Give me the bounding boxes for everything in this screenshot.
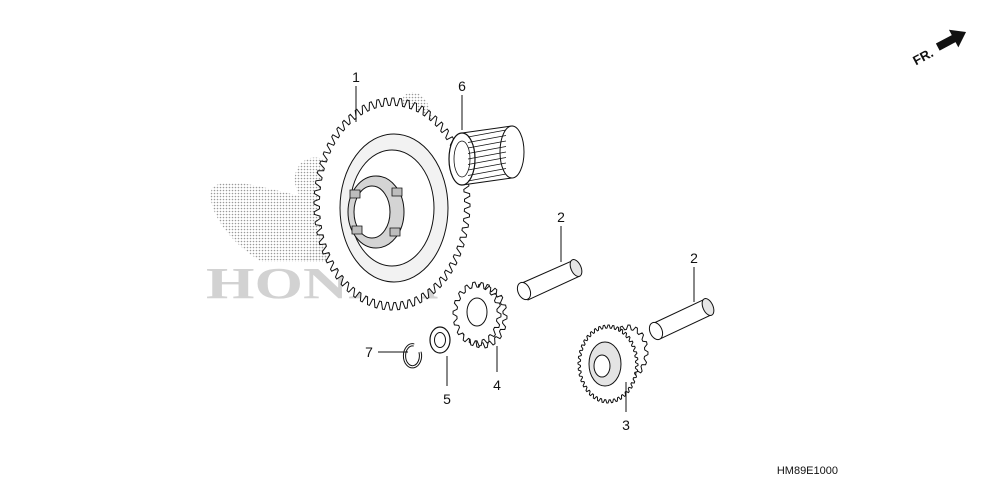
part-3-double-gear: [577, 324, 649, 404]
part-4-small-gear: [452, 281, 508, 349]
callout-2-lower: 2: [690, 250, 698, 266]
part-2-pin-upper: [516, 259, 583, 301]
bearing-needle: [467, 162, 507, 171]
part-6-needle-bearing: [448, 125, 525, 186]
part-5-washer: [429, 326, 451, 354]
leader-lines: [355, 86, 695, 412]
part-1-large-gear: [313, 97, 471, 311]
part-7-snap-ring: [402, 343, 423, 369]
bearing-needle: [467, 146, 507, 154]
callout-1: 1: [352, 69, 360, 85]
callout-numbers: 1 2 2 3 4 5 6 7: [352, 69, 698, 433]
callout-2-upper: 2: [557, 209, 565, 225]
part-2-pin-lower: [648, 298, 715, 341]
front-direction-marker: FR.: [910, 29, 967, 68]
bearing-needle: [467, 157, 507, 165]
arrow-forward-icon: [935, 29, 967, 51]
bearing-needle: [467, 129, 507, 138]
bearing-needle: [467, 140, 507, 149]
callout-3: 3: [622, 417, 630, 433]
callout-7: 7: [365, 344, 373, 360]
bearing-needle: [467, 168, 507, 176]
direction-label: FR.: [910, 45, 936, 68]
bearing-needle: [467, 151, 507, 160]
callout-6: 6: [458, 78, 466, 94]
diagram-code: HM89E1000: [777, 465, 838, 477]
bearing-needle: [467, 135, 507, 143]
bearing-needle: [467, 173, 507, 182]
callout-5: 5: [443, 391, 451, 407]
callout-4: 4: [493, 377, 501, 393]
